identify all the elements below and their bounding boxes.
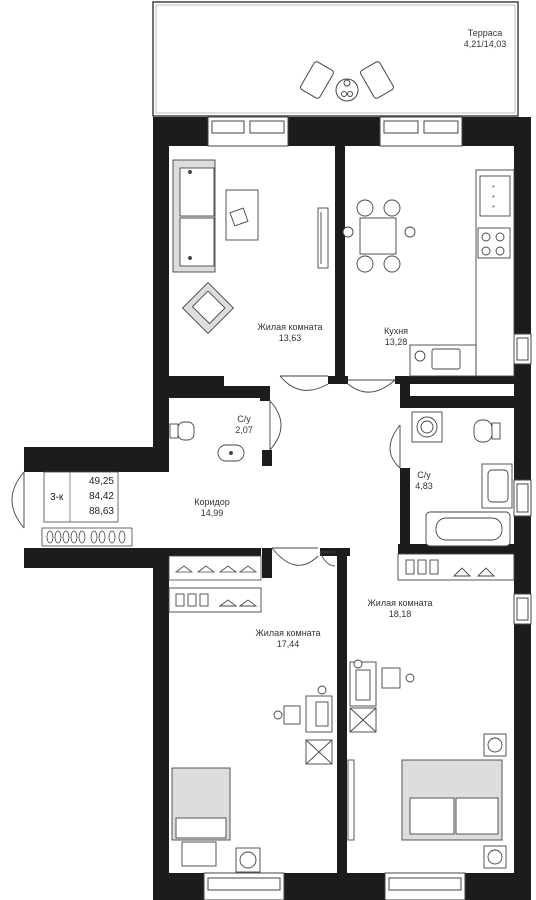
living3-label: Жилая комната 18,18 — [367, 598, 432, 620]
living3-furniture — [347, 553, 515, 869]
corridor-area: 14,99 — [200, 508, 224, 518]
chair-living3 — [381, 667, 401, 689]
wc-large-label: С/у 4,83 — [415, 470, 433, 492]
door-wc-large — [389, 424, 401, 469]
living-area-value: 49,25 — [88, 476, 114, 487]
area-summary-box — [43, 471, 119, 523]
total-area-value: 84,42 — [88, 491, 114, 502]
living3-name: Жилая комната — [367, 598, 433, 608]
svg-text:*: * — [492, 205, 495, 212]
total-with-terrace-value: 88,63 — [88, 506, 114, 517]
terrace-label: Терраса 4,21/14,03 — [464, 28, 507, 50]
wc-large-name: С/у — [417, 470, 431, 480]
toilet-small — [177, 421, 195, 441]
mirror-panel — [347, 759, 355, 841]
doors — [11, 375, 401, 567]
svg-text:*: * — [492, 185, 495, 192]
kitchen-area: 13,28 — [384, 337, 408, 347]
living2-label: Жилая комната 17,44 — [255, 628, 320, 650]
living2-furniture — [168, 587, 333, 873]
wc-small-fixtures — [169, 421, 245, 462]
door-living2 — [271, 547, 319, 566]
tv-stand — [317, 207, 329, 269]
kitchen-furniture: * * * — [342, 169, 515, 377]
chair-living2 — [283, 705, 301, 725]
corridor-name: Коридор — [194, 497, 230, 507]
terrace — [152, 1, 519, 117]
terrace-outline — [152, 1, 519, 117]
living2-area: 17,44 — [276, 639, 300, 649]
wc-small-area: 2,07 — [235, 425, 253, 435]
door-entrance — [11, 471, 25, 529]
windows — [203, 116, 532, 900]
door-living1 — [279, 375, 329, 391]
wc-small-name: С/у — [237, 414, 251, 424]
dining-table — [359, 217, 397, 255]
living1-label: Жилая комната 13,63 — [257, 322, 322, 344]
door-wc-small — [269, 400, 282, 451]
area-summary: 3-к 49,25 84,42 88,63 — [44, 472, 118, 522]
wc-small-label: С/у 2,07 — [235, 414, 253, 436]
kitchen-name: Кухня — [383, 326, 409, 336]
living2-name: Жилая комната — [255, 628, 321, 638]
rooms-count: 3-к — [50, 492, 64, 503]
terrace-name: Терраса — [467, 28, 503, 38]
wc-large-area: 4,83 — [415, 481, 433, 491]
svg-text:*: * — [492, 195, 495, 202]
stove — [479, 175, 511, 217]
door-kitchen — [347, 379, 396, 393]
living3-area: 18,18 — [388, 609, 412, 619]
kitchen-label: Кухня 13,28 — [384, 326, 408, 348]
living1-furniture — [172, 159, 329, 335]
kitchen-sink — [431, 348, 461, 370]
corridor-label: Коридор 14,99 — [194, 497, 230, 519]
living1-name: Жилая комната — [257, 322, 323, 332]
toilet-large — [473, 419, 493, 443]
terrace-area: 4,21/14,03 — [463, 39, 507, 49]
terrace-lounge-set — [300, 61, 394, 102]
door-living3 — [319, 551, 336, 567]
living1-area: 13,63 — [278, 333, 302, 343]
wc-large-fixtures — [411, 411, 513, 547]
corridor-fixtures — [41, 527, 262, 581]
